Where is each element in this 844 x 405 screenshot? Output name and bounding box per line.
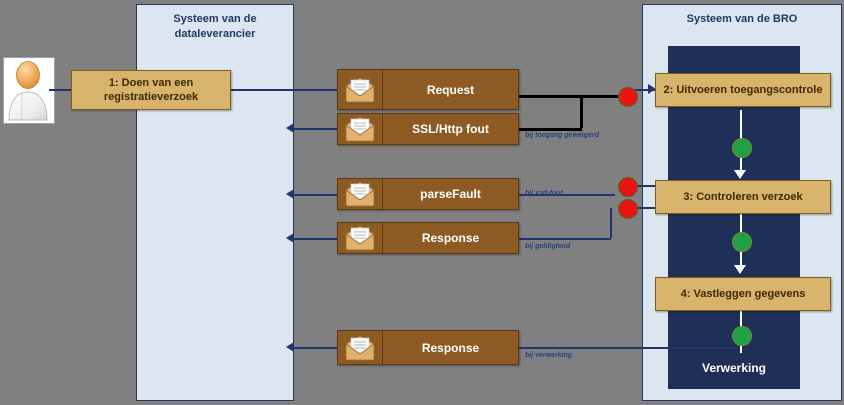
message-request-top-label: Request <box>426 82 475 97</box>
arrow-down-task3 <box>734 170 746 179</box>
gateway-dot-2 <box>732 232 752 252</box>
connector-task1-to-request <box>231 89 337 91</box>
error-dot-geldigheid <box>618 199 638 219</box>
connector-error-to-sslhttp <box>518 128 582 131</box>
task-controleren-verzoek[interactable]: 3: Controleren verzoek <box>655 180 831 214</box>
flow-task2-to-gateway1 <box>740 110 742 140</box>
message-response-bottom[interactable]: Response <box>337 330 519 365</box>
message-parsefault-label: parseFault <box>420 187 481 201</box>
message-ssl-http-fout-label: SSL/Http fout <box>412 122 489 136</box>
arrow-down-task4 <box>734 265 746 274</box>
note-verwerking: bij verwerking <box>525 352 573 359</box>
arrow-sslhttp-return <box>286 123 294 133</box>
connector-actor-to-task1 <box>49 89 71 91</box>
task-vastleggen-gegevens[interactable]: 4: Vastleggen gegevens <box>655 277 831 311</box>
error-dot-xsd <box>618 177 638 197</box>
connector-response-bottom-from-processing <box>519 347 735 349</box>
message-parsefault[interactable]: parseFault <box>337 178 519 210</box>
actor-dataleverancier <box>3 57 55 124</box>
connector-response-mid-from-dot <box>519 238 611 240</box>
envelope-icon <box>338 223 383 253</box>
flow-gateway1-to-task3 <box>740 158 742 172</box>
arrow-into-task2 <box>648 84 656 94</box>
error-dot-toegang <box>618 87 638 107</box>
task-doen-registratieverzoek[interactable]: 1: Doen van een registratieverzoek <box>71 70 231 110</box>
connector-parsefault-from-dot <box>519 194 615 196</box>
envelope-icon <box>338 70 383 109</box>
connector-dot-to-task3-upper <box>629 185 655 187</box>
processing-column-label: Verwerking <box>701 361 767 375</box>
envelope-icon <box>338 114 383 144</box>
connector-response-mid-to-lane <box>294 238 338 240</box>
message-response-mid-label: Response <box>421 231 480 245</box>
connector-sslhttp-to-lane <box>294 128 338 130</box>
arrow-parsefault-return <box>286 189 294 199</box>
flow-gateway3-out <box>740 345 742 353</box>
gateway-dot-1 <box>732 138 752 158</box>
message-ssl-http-fout[interactable]: SSL/Http fout <box>337 113 519 145</box>
flow-task4-to-gateway3 <box>740 311 742 327</box>
connector-error-dot-riser <box>580 95 583 128</box>
note-xsd-fout: bij xsd-fout <box>525 190 563 197</box>
flow-task3-to-gateway2 <box>740 213 742 233</box>
task-uitvoeren-toegangscontrole[interactable]: 2: Uitvoeren toegangscontrole <box>655 73 831 107</box>
connector-response-bottom-to-lane <box>294 347 338 349</box>
message-response-mid[interactable]: Response <box>337 222 519 254</box>
message-response-bottom-label: Response <box>421 340 480 355</box>
gateway-dot-3 <box>732 326 752 346</box>
arrow-response-bottom-return <box>286 342 294 352</box>
swimlane-dataleverancier: Systeem van de dataleverancier <box>136 4 294 401</box>
user-avatar-icon <box>8 61 48 121</box>
connector-parsefault-to-lane <box>294 194 338 196</box>
swimlane-dataleverancier-title: Systeem van de dataleverancier <box>173 13 257 40</box>
note-geldigheid: bij geldigheid <box>525 243 571 250</box>
connector-response-mid-riser <box>610 208 612 238</box>
swimlane-bro-title: Systeem van de BRO <box>686 13 798 25</box>
note-toegang-geweigerd: bij toegang geweigerd <box>525 132 599 139</box>
message-request-top[interactable]: Request <box>337 69 519 110</box>
connector-dot-to-task3-lower <box>629 207 655 209</box>
envelope-icon <box>338 179 383 209</box>
connector-dot-to-task2 <box>629 89 655 91</box>
connector-request-to-error-dot <box>519 95 623 98</box>
flow-gateway2-to-task4 <box>740 251 742 267</box>
arrow-response-mid-return <box>286 233 294 243</box>
envelope-icon <box>338 331 383 364</box>
